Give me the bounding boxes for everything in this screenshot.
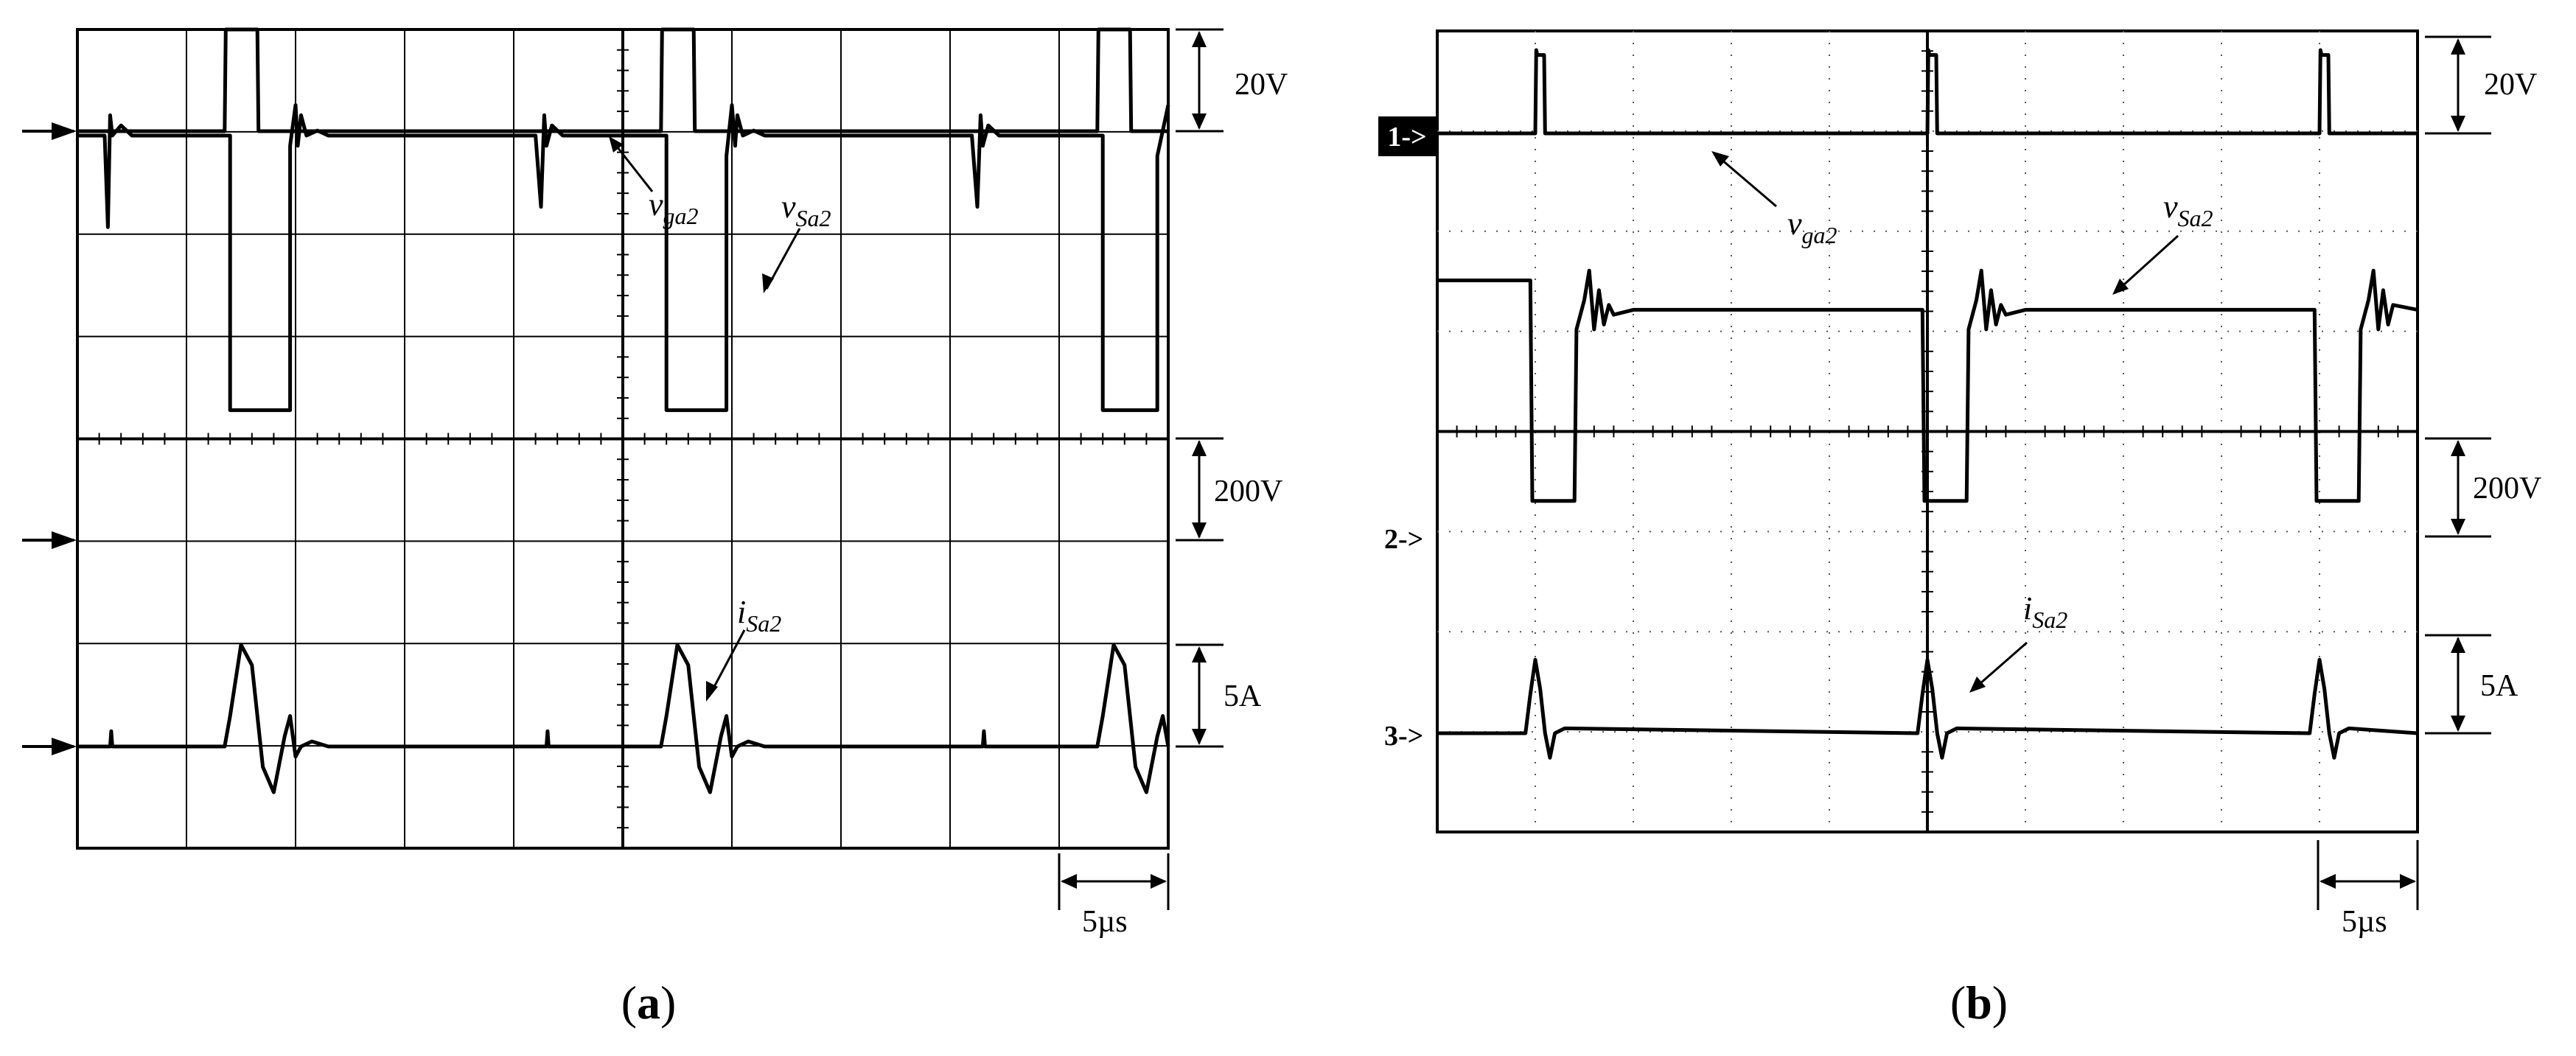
panel-b-center-ticks: [1456, 50, 2399, 813]
panel-a-isa2-annotation: iSa2: [706, 594, 781, 702]
panel-a-vsa2-annotation: vSa2: [762, 189, 831, 293]
panel-a-vga2-label: vga2: [649, 186, 699, 229]
trace-vsa2: [1437, 268, 2418, 503]
panel-a-label: (a): [621, 976, 677, 1029]
panel-b-label: (b): [1950, 976, 2008, 1029]
panel-a-ch2-ground-arrow: [22, 531, 77, 549]
panel-a-current-scale-indicator: 5A: [1176, 643, 1262, 748]
panel-a-traces: [77, 27, 1170, 794]
panel-b-vga2-label: vga2: [1787, 206, 1837, 248]
panel-b: 1-> 2-> 3-> 20V 200V 5A: [1378, 29, 2541, 1029]
panel-b-vsa2-annotation: vSa2: [2112, 189, 2213, 295]
panel-b-isa2-label: iSa2: [2023, 590, 2067, 633]
panel-a-time-scale-indicator: 5µs: [1058, 853, 1170, 939]
panel-b-ch1-label: 1->: [1387, 122, 1426, 153]
panel-b-time-scale: 5µs: [2342, 905, 2387, 939]
panel-a-gate-scale: 20V: [1235, 68, 1288, 102]
panel-a-voltage-scale: 200V: [1214, 475, 1282, 508]
panel-b-voltage-scale: 200V: [2473, 472, 2541, 506]
panel-a-center-ticks: [98, 49, 1148, 829]
trace-vga2: [1437, 48, 2418, 136]
trace-isa2: [77, 643, 1170, 794]
panel-b-gate-scale: 20V: [2484, 68, 2537, 102]
panel-a-time-scale: 5µs: [1082, 905, 1128, 939]
panel-a-letter: a: [637, 976, 660, 1029]
panel-b-letter: b: [1966, 976, 1992, 1029]
panel-b-gate-scale-indicator: 20V: [2425, 35, 2537, 135]
panel-a-vsa2-label: vSa2: [781, 189, 831, 231]
trace-vga2: [77, 27, 1168, 133]
panel-a-voltage-scale-indicator: 200V: [1176, 437, 1282, 542]
panel-b-traces: [1437, 48, 2418, 760]
panel-a-ch1-ground-arrow: [22, 122, 77, 140]
panel-b-current-scale: 5A: [2480, 669, 2519, 703]
panel-a-vga2-annotation: vga2: [609, 136, 699, 229]
panel-b-vsa2-label: vSa2: [2163, 189, 2213, 231]
panel-b-voltage-scale-indicator: 200V: [2425, 437, 2541, 538]
trace-vsa2: [77, 103, 1170, 413]
panel-b-current-scale-indicator: 5A: [2425, 634, 2519, 735]
panel-b-ch1-marker: 1->: [1378, 116, 1436, 156]
trace-isa2: [1437, 657, 2418, 760]
panel-b-ch3-label: 3->: [1384, 721, 1423, 752]
panel-b-ch2-label: 2->: [1384, 524, 1423, 555]
panel-a-current-scale: 5A: [1224, 679, 1262, 713]
panel-a-ch3-ground-arrow: [22, 738, 77, 755]
panel-b-vga2-annotation: vga2: [1711, 151, 1837, 248]
panel-a: 20V 200V 5A 5µs: [22, 27, 1288, 1029]
panel-b-time-scale-indicator: 5µs: [2317, 840, 2419, 939]
panel-b-isa2-annotation: iSa2: [1969, 590, 2067, 693]
panel-b-grid: [1437, 31, 2418, 832]
panel-a-gate-scale-indicator: 20V: [1176, 28, 1288, 133]
